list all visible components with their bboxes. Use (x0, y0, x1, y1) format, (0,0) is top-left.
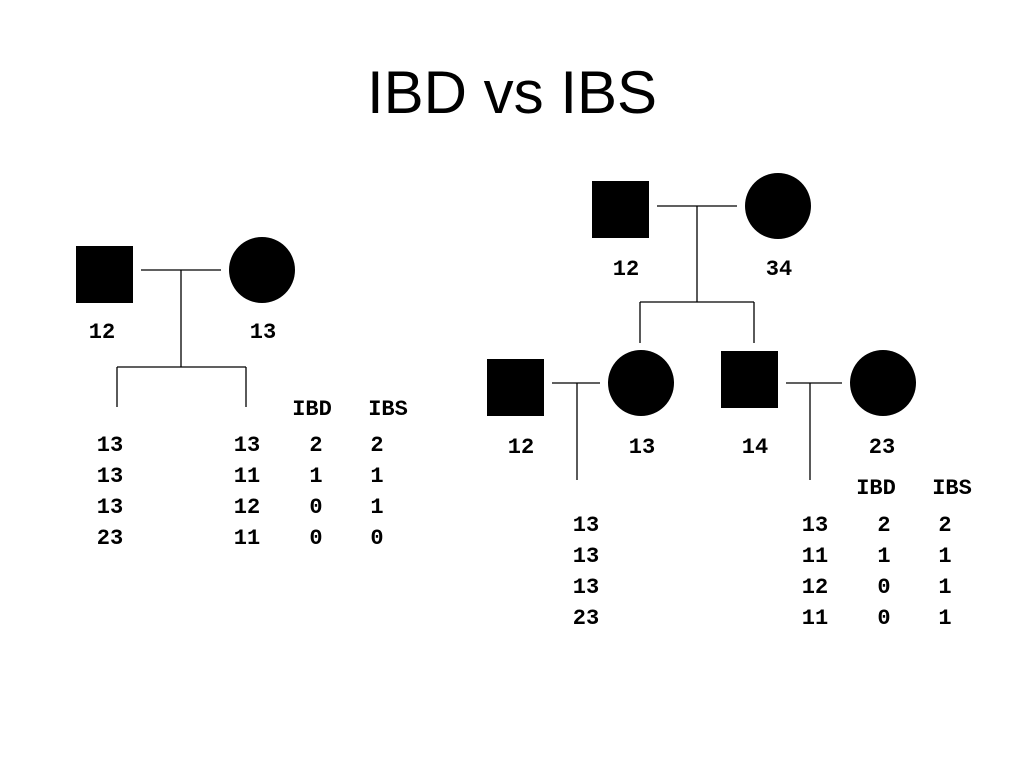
female-symbol-mother (229, 237, 295, 303)
male-symbol-son-in-law (487, 359, 544, 416)
ibd-value: 0 (309, 526, 322, 551)
son-genotype: 14 (742, 435, 768, 460)
ibd-header: IBD (856, 476, 896, 501)
mother-genotype: 13 (250, 320, 276, 345)
cousin2-genotype: 11 (802, 606, 828, 631)
ibs-value: 1 (938, 575, 951, 600)
ibs-value: 1 (370, 464, 383, 489)
sib1-genotype: 13 (97, 433, 123, 458)
ibs-value: 1 (938, 606, 951, 631)
ibs-value: 2 (938, 513, 951, 538)
female-symbol-grandmother (745, 173, 811, 239)
ibd-value: 1 (877, 544, 890, 569)
male-symbol-father (76, 246, 133, 303)
cousin1-genotype: 13 (573, 513, 599, 538)
grandmother-genotype: 34 (766, 257, 792, 282)
daughter-genotype: 13 (629, 435, 655, 460)
sib1-genotype: 13 (97, 495, 123, 520)
sib2-genotype: 11 (234, 526, 260, 551)
male-symbol-son (721, 351, 778, 408)
cousin1-genotype: 23 (573, 606, 599, 631)
sib2-genotype: 12 (234, 495, 260, 520)
male-symbol-grandfather (592, 181, 649, 238)
ibs-value: 2 (370, 433, 383, 458)
page-title: IBD vs IBS (366, 59, 658, 126)
family-1: 12 13 IBD IBS 13 13 13 23 13 11 12 11 2 … (76, 237, 408, 551)
ibs-value: 0 (370, 526, 383, 551)
ibd-value: 1 (309, 464, 322, 489)
female-symbol-daughter-in-law (850, 350, 916, 416)
ibd-value: 2 (877, 513, 890, 538)
ibs-value: 1 (370, 495, 383, 520)
family-2: 12 34 12 13 14 23 IBD IBS 13 13 13 23 13… (487, 173, 972, 631)
ibd-value: 0 (877, 606, 890, 631)
ibs-value: 1 (938, 544, 951, 569)
cousin1-genotype: 13 (573, 544, 599, 569)
cousin2-genotype: 11 (802, 544, 828, 569)
daughter-in-law-genotype: 23 (869, 435, 895, 460)
sib2-genotype: 13 (234, 433, 260, 458)
female-symbol-daughter (608, 350, 674, 416)
son-in-law-genotype: 12 (508, 435, 534, 460)
sib1-genotype: 13 (97, 464, 123, 489)
cousin2-genotype: 12 (802, 575, 828, 600)
ibs-header: IBS (368, 397, 408, 422)
ibd-value: 0 (309, 495, 322, 520)
ibd-header: IBD (292, 397, 332, 422)
sib2-genotype: 11 (234, 464, 260, 489)
sib1-genotype: 23 (97, 526, 123, 551)
cousin2-genotype: 13 (802, 513, 828, 538)
grandfather-genotype: 12 (613, 257, 639, 282)
ibs-header: IBS (932, 476, 972, 501)
ibd-value: 2 (309, 433, 322, 458)
ibd-value: 0 (877, 575, 890, 600)
father-genotype: 12 (89, 320, 115, 345)
cousin1-genotype: 13 (573, 575, 599, 600)
